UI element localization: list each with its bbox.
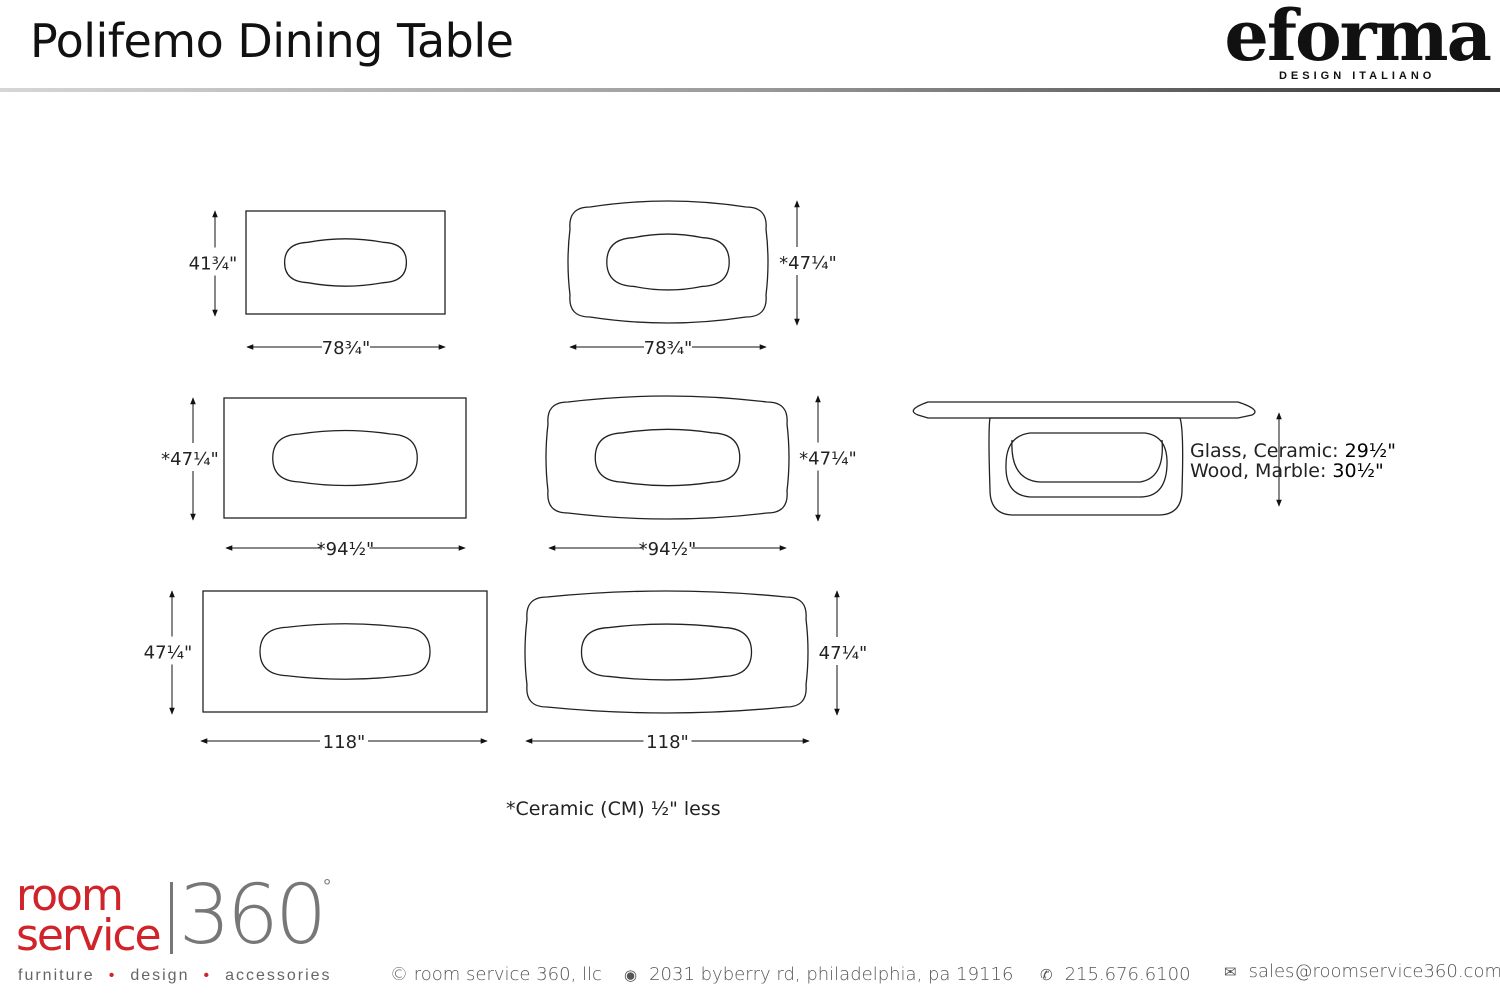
tagline-accessories: accessories <box>225 967 332 984</box>
table-rectangle <box>212 210 446 350</box>
table-base-outline <box>594 428 741 487</box>
width-label: 118" <box>323 732 366 753</box>
tagline-dot: • <box>203 967 212 984</box>
depth-label: 41¾" <box>189 254 238 275</box>
room-service-360-logo: room service 360° <box>16 868 332 963</box>
table-base-outline <box>272 429 418 487</box>
email-text: sales@roomservice360.com <box>1248 961 1500 982</box>
table-top-outline <box>567 200 769 324</box>
table-rectangle <box>169 590 488 744</box>
copyright: © room service 360, llc <box>390 964 602 985</box>
table-top-outline <box>545 395 790 520</box>
email[interactable]: ✉ sales@roomservice360.com <box>1224 961 1500 982</box>
tagline-design: design <box>130 967 190 984</box>
table-base-outline <box>283 238 408 287</box>
logo-word-service: service <box>16 910 162 961</box>
table-rectangle <box>190 397 467 551</box>
header-divider <box>0 88 1500 92</box>
tagline-furniture: furniture <box>18 967 95 984</box>
width-label: *94½" <box>639 539 697 560</box>
depth-label: 47¼" <box>819 643 868 664</box>
table-top-outline <box>524 590 809 714</box>
logo-degree: ° <box>323 876 332 898</box>
eforma-logo: eforma DESIGN ITALIANO <box>1224 0 1492 82</box>
depth-label: *47¼" <box>779 253 837 274</box>
envelope-icon: ✉ <box>1224 963 1237 981</box>
phone[interactable]: ✆ 215.676.6100 <box>1040 964 1191 985</box>
logo-divider <box>169 882 173 954</box>
width-label: 78¾" <box>644 338 693 359</box>
address-text: 2031 byberry rd, philadelphia, pa 19116 <box>649 964 1014 985</box>
table-base-outline <box>580 623 753 681</box>
table-base-outline <box>606 233 730 291</box>
tagline-dot: • <box>108 967 117 984</box>
map-pin-icon: ◉ <box>624 966 638 984</box>
phone-icon: ✆ <box>1040 966 1053 984</box>
eforma-logo-word: eforma <box>1224 0 1492 77</box>
depth-label: *47¼" <box>799 449 857 470</box>
phone-text: 215.676.6100 <box>1064 964 1191 985</box>
width-label: *94½" <box>317 539 375 560</box>
table-top-outline <box>223 397 467 519</box>
address: ◉ 2031 byberry rd, philadelphia, pa 19116 <box>624 964 1013 985</box>
table-soft-rectangle <box>545 395 821 551</box>
width-label: 78¾" <box>322 338 371 359</box>
eforma-logo-tagline: DESIGN ITALIANO <box>1278 70 1436 82</box>
depth-label: *47¼" <box>161 449 219 470</box>
ceramic-note: *Ceramic (CM) ½" less <box>506 798 721 820</box>
table-soft-rectangle <box>567 200 800 350</box>
elevation-view <box>912 401 1282 516</box>
height-wood-marble: Wood, Marble: 30½" <box>1190 460 1384 482</box>
logo-number: 360 <box>178 868 328 963</box>
height-glass-ceramic: Glass, Ceramic: 29½" <box>1190 440 1396 462</box>
table-base-outline <box>259 623 431 680</box>
table-top-outline <box>245 210 446 315</box>
logo-word-room: room <box>16 870 124 921</box>
table-soft-rectangle <box>524 590 840 744</box>
table-top-outline <box>202 590 488 713</box>
depth-label: 47¼" <box>144 643 193 664</box>
tagline: furniture • design • accessories <box>18 967 332 985</box>
width-label: 118" <box>646 732 689 753</box>
page-title: Polifemo Dining Table <box>30 14 514 68</box>
